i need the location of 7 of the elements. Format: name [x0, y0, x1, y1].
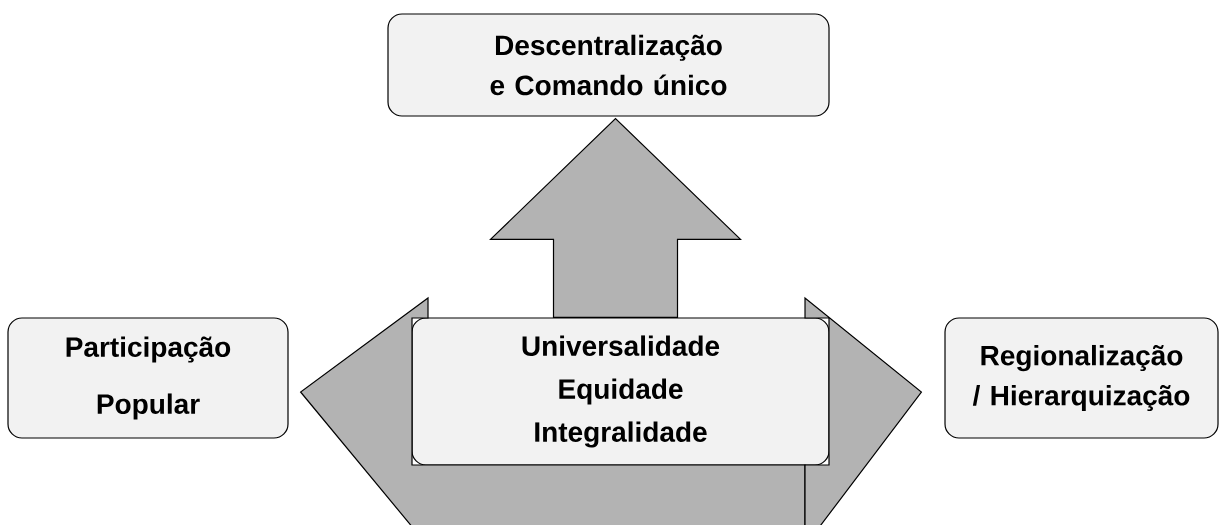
rounded-box: Universalidade Equidade Integralidade [411, 317, 830, 466]
block-arrow [489, 117, 742, 318]
block-arrow [299, 296, 806, 525]
rounded-box: Participação Popular [7, 317, 289, 439]
rounded-box: Descentralização e Comando único [387, 13, 830, 117]
rounded-box: Regionalização / Hierarquização [944, 317, 1219, 439]
block-arrow [804, 296, 923, 525]
